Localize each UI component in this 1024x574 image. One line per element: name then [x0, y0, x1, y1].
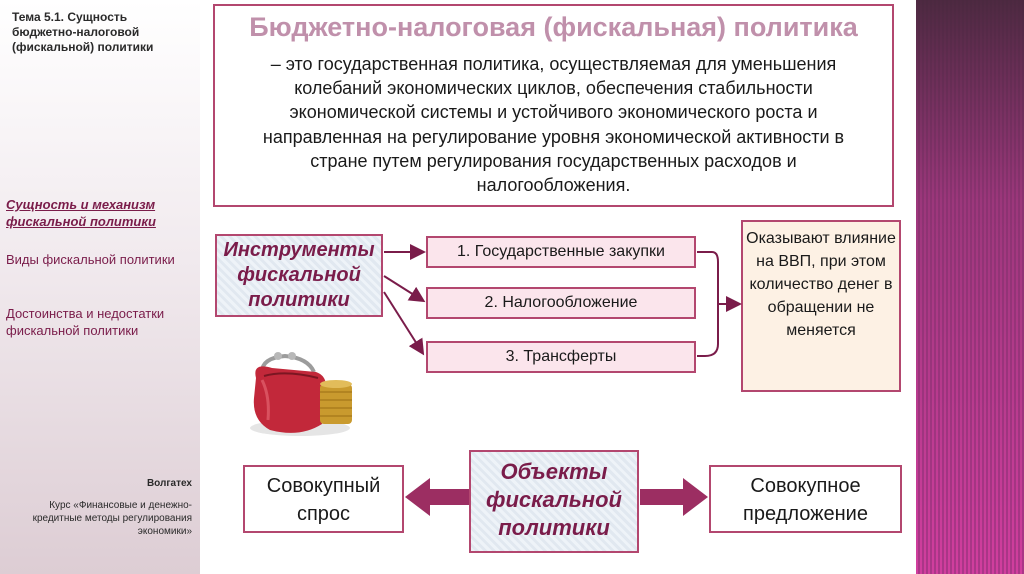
- organization-name: Волгатех: [146, 478, 192, 489]
- arrow-to-transfers: [383, 291, 425, 356]
- nav-item-types[interactable]: Виды фискальной политики: [6, 252, 175, 267]
- instrument-item-purchases: 1. Государственные закупки: [426, 236, 696, 268]
- instrument-item-taxation: 2. Налогообложение: [426, 287, 696, 319]
- bracket-line: [697, 251, 719, 357]
- definition-text: – это государственная политика, осуществ…: [262, 54, 845, 196]
- aggregate-supply-box: Совокупное предложение: [709, 465, 902, 533]
- definition-box: Бюджетно-налоговая (фискальная) политика…: [213, 4, 894, 207]
- decorative-stripes: [916, 0, 1024, 574]
- fiscal-objects-box: Объекты фискальной политики: [469, 450, 639, 553]
- arrow-to-taxation: [383, 275, 426, 303]
- sidebar: Тема 5.1. Сущность бюджетно-налоговой (ф…: [0, 0, 200, 574]
- purse-with-coins-image: [250, 352, 352, 436]
- topic-title: Тема 5.1. Сущность бюджетно-налоговой (ф…: [12, 10, 154, 54]
- effect-box: Оказывают влияние на ВВП, при этом колич…: [741, 220, 901, 392]
- block-arrow-left: [405, 478, 469, 516]
- nav-item-pros-cons[interactable]: Достоинства и недостатки фискальной поли…: [6, 306, 165, 338]
- instruments-box: Инструменты фискальной политики: [215, 234, 383, 317]
- course-name: Курс «Финансовые и денежно-кредитные мет…: [32, 500, 192, 537]
- slide-title: Бюджетно-налоговая (фискальная) политика: [249, 12, 858, 42]
- block-arrow-right: [640, 478, 708, 516]
- nav-item-essence[interactable]: Сущность и механизм фискальной политики: [6, 197, 156, 229]
- aggregate-demand-box: Совокупный спрос: [243, 465, 404, 533]
- instrument-item-transfers: 3. Трансферты: [426, 341, 696, 373]
